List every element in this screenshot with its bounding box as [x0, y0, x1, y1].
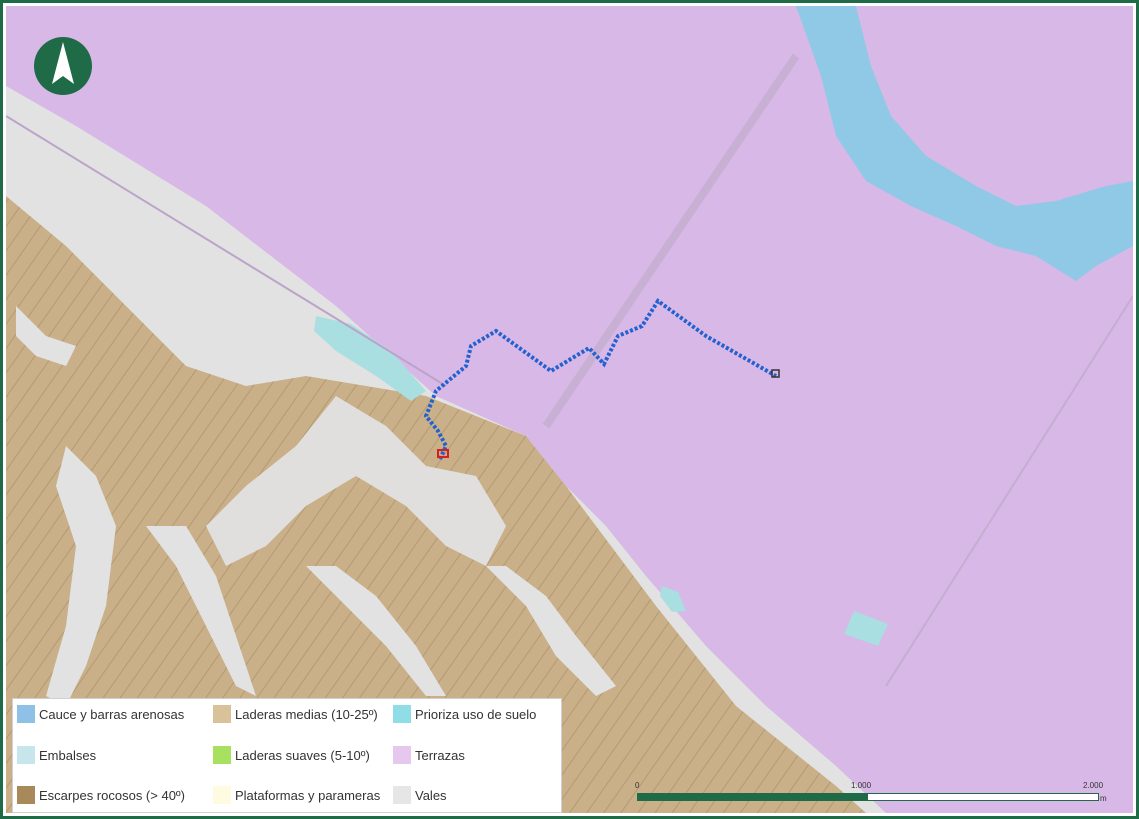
legend-item-laderas-medias: Laderas medias (10-25º) [213, 704, 378, 724]
legend-label: Embalses [39, 747, 97, 763]
vale-channel-5 [486, 566, 616, 696]
map-legend: Cauce y barras arenosas Laderas medias (… [12, 698, 562, 813]
vale-channel-3 [146, 526, 256, 696]
legend-item-laderas-suaves: Laderas suaves (5-10º) [213, 745, 370, 765]
north-arrow-icon [34, 37, 92, 95]
legend-item-prioriza: Prioriza uso de suelo [393, 704, 536, 724]
legend-label: Laderas medias (10-25º) [235, 706, 378, 722]
scale-label-1000: 1.000 [851, 781, 872, 790]
legend-swatch [393, 786, 411, 804]
road-line-2 [542, 53, 800, 429]
reservoir-patch-1 [314, 316, 426, 401]
end-marker[interactable] [771, 369, 780, 378]
legend-label: Vales [415, 787, 447, 803]
legend-swatch [17, 705, 35, 723]
scale-bar-fill [638, 794, 868, 800]
legend-item-cauce: Cauce y barras arenosas [17, 704, 184, 724]
scale-bar-track [637, 793, 1099, 801]
legend-item-escarpes: Escarpes rocosos (> 40º) [17, 785, 185, 805]
legend-swatch [393, 705, 411, 723]
river-area [796, 6, 1133, 281]
legend-swatch [17, 786, 35, 804]
legend-swatch [213, 746, 231, 764]
legend-swatch [17, 746, 35, 764]
reservoir-patch-3 [660, 586, 686, 612]
legend-label: Cauce y barras arenosas [39, 706, 185, 722]
legend-item-vales: Vales [393, 785, 447, 805]
map-canvas[interactable] [6, 6, 1133, 813]
scale-unit: m [1100, 794, 1107, 803]
legend-label: Prioriza uso de suelo [415, 706, 537, 722]
scale-label-0: 0 [635, 781, 640, 790]
legend-item-plataformas: Plataformas y parameras [213, 785, 380, 805]
legend-item-embalses: Embalses [17, 745, 96, 765]
scale-bar: 0 1.000 2.000 m [633, 781, 1113, 811]
scale-label-2000: 2.000 [1083, 781, 1104, 790]
legend-label: Terrazas [415, 747, 465, 763]
vale-channel-4 [306, 566, 446, 696]
vale-channel-6 [16, 306, 76, 366]
legend-label: Plataformas y parameras [235, 787, 381, 803]
legend-swatch [213, 786, 231, 804]
road-line-3 [885, 295, 1133, 687]
vale-channel-2 [46, 446, 116, 706]
legend-item-terrazas: Terrazas [393, 745, 465, 765]
start-marker[interactable] [437, 449, 449, 458]
legend-label: Escarpes rocosos (> 40º) [39, 787, 186, 803]
route-line [423, 298, 777, 460]
legend-swatch [393, 746, 411, 764]
legend-label: Laderas suaves (5-10º) [235, 747, 370, 763]
road-line-1 [6, 115, 447, 387]
reservoir-patch-2 [844, 611, 888, 646]
legend-swatch [213, 705, 231, 723]
vale-channel-1 [206, 396, 506, 566]
